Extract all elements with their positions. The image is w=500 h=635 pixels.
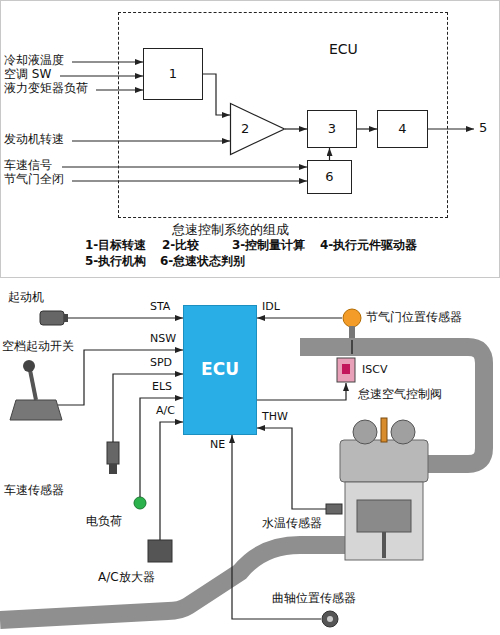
signal-name: NE — [210, 439, 225, 452]
figure-caption: 怠速控制系统的组成 — [172, 223, 289, 238]
key-entry: 3-控制量计算 — [232, 239, 305, 253]
cylinder-block — [345, 482, 423, 560]
signal-name: THW — [262, 411, 288, 424]
key-entry: 6-怠速状态判别 — [160, 255, 245, 269]
connecting-rod — [382, 532, 386, 558]
electric-load-dot — [134, 497, 146, 509]
ac-amplifier-icon — [148, 540, 172, 562]
node-text: 4 — [398, 122, 406, 137]
speed-sensor-tip — [109, 464, 117, 474]
starter-terminal — [64, 314, 68, 322]
signal-wire — [58, 350, 183, 405]
crank-sensor-icon — [322, 611, 338, 627]
speed-sensor-icon — [107, 442, 119, 464]
input-signal: 冷却液温度 — [4, 54, 64, 68]
input-line — [62, 166, 307, 167]
part-label: 水温传感器 — [262, 517, 322, 531]
iscv-valve-icon — [337, 358, 355, 382]
control-calc-box: 3 — [307, 110, 357, 148]
input-line — [72, 180, 307, 181]
piston — [357, 500, 411, 532]
input-signal: 车速信号 — [4, 159, 52, 173]
key-entry: 2-比较 — [162, 239, 199, 253]
signal-wire — [140, 398, 183, 497]
part-label: ISCV — [362, 364, 387, 377]
signal-wire — [160, 422, 183, 540]
shift-lever-base — [10, 400, 62, 420]
part-label: 车速传感器 — [4, 484, 64, 498]
signal-arrow — [329, 148, 330, 160]
camshaft — [391, 420, 415, 444]
target-speed-box: 1 — [143, 48, 203, 100]
sensor-stem — [349, 326, 355, 338]
water-temp-sensor-icon — [326, 504, 342, 514]
iscv-core — [342, 364, 350, 374]
signal-wire — [257, 317, 342, 318]
callout-number: 5 — [479, 121, 487, 136]
key-entry: 5-执行机构 — [85, 255, 146, 269]
signal-name: STA — [150, 301, 170, 314]
input-signal: 空调 SW — [4, 68, 51, 82]
throttle-plate — [351, 340, 353, 354]
figure-frame — [1, 1, 500, 278]
signal-name: SPD — [150, 357, 172, 370]
cylinder-head — [340, 440, 428, 482]
comparator-shape — [231, 104, 285, 155]
output-line — [428, 128, 474, 129]
signal-arrow — [285, 128, 307, 129]
input-signal: 液力变矩器负荷 — [4, 82, 88, 96]
signal-arrow — [203, 74, 230, 115]
control-wire — [257, 383, 346, 400]
node-text: 2 — [241, 122, 249, 137]
signal-wire — [257, 428, 326, 509]
part-label: 曲轴位置传感器 — [272, 592, 356, 606]
throttle-sensor-icon — [343, 309, 361, 327]
part-label: 怠速空气控制阀 — [358, 388, 442, 402]
part-label: 节气门位置传感器 — [366, 311, 462, 325]
signal-name: ELS — [152, 381, 172, 394]
part-label: A/C放大器 — [98, 571, 155, 585]
signal-name: IDL — [262, 301, 280, 314]
crank-sensor-hub — [327, 616, 333, 622]
starter-icon — [40, 311, 64, 325]
signal-wire — [68, 317, 183, 318]
ecu-block: ECU — [183, 305, 257, 435]
node-text: 1 — [169, 67, 177, 82]
triangle-outline — [230, 103, 285, 155]
ecu-boundary: ECU 1 2 3 4 6 — [118, 12, 448, 218]
signal-arrow — [357, 128, 377, 129]
part-label: 空档起动开关 — [2, 340, 74, 354]
comparator-triangle: 2 — [230, 103, 285, 155]
node-text: ECU — [201, 360, 239, 380]
driver-box: 4 — [377, 110, 428, 148]
input-line — [72, 140, 230, 141]
spark-plug — [381, 418, 387, 442]
node-text: ECU — [329, 41, 358, 57]
key-entry: 1-目标转速 — [85, 239, 146, 253]
input-signal: 节气门全闭 — [4, 173, 64, 187]
node-text: 6 — [325, 170, 333, 185]
idle-judge-box: 6 — [307, 160, 352, 194]
shift-lever-knob — [23, 360, 35, 372]
node-text: 3 — [328, 122, 336, 137]
signal-name: NSW — [150, 333, 176, 346]
signal-name: A/C — [156, 405, 175, 418]
input-signal: 发动机转速 — [4, 133, 64, 147]
key-entry: 4-执行元件驱动器 — [320, 239, 417, 253]
input-line — [72, 61, 143, 62]
signal-wire — [113, 374, 183, 442]
exhaust-pipe — [0, 545, 346, 620]
camshaft — [353, 420, 377, 444]
shift-lever-stick — [30, 370, 36, 400]
input-line — [96, 89, 143, 90]
input-line — [60, 75, 143, 76]
part-label: 起动机 — [8, 291, 44, 305]
part-label: 电负荷 — [86, 515, 122, 529]
